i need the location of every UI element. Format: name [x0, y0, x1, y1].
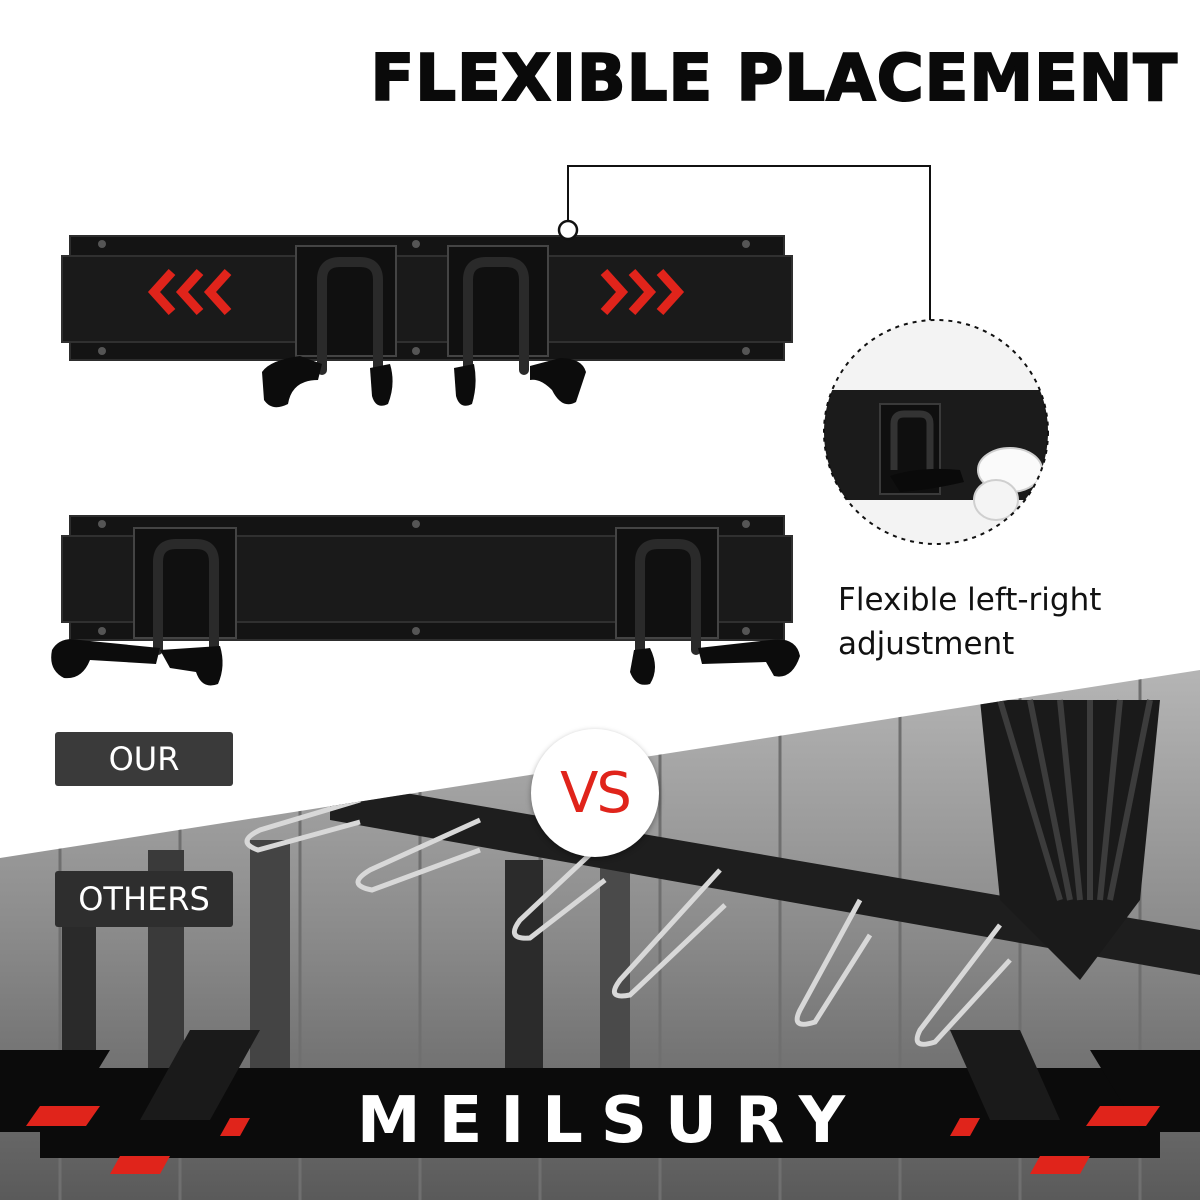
red-stripes-left-icon [26, 1106, 250, 1174]
vs-badge: VS [531, 729, 659, 857]
our-label: OUR [55, 732, 233, 786]
brand-name: MEILSURY [356, 1084, 864, 1158]
callout-line [557, 165, 931, 324]
caption-line-2: adjustment [838, 626, 1015, 662]
detail-circle [823, 319, 1049, 545]
feature-caption: Flexible left-right adjustment [838, 578, 1101, 666]
rail-bottom [51, 515, 800, 686]
vs-text: VS [560, 760, 632, 826]
brand-banner [0, 1030, 1200, 1174]
right-arrows-icon [600, 268, 685, 316]
red-stripes-right-icon [950, 1106, 1160, 1174]
rail-top [61, 235, 793, 408]
left-arrows-icon [147, 268, 232, 316]
headline: FLEXIBLE PLACEMENT [370, 41, 1178, 117]
others-label: OTHERS [55, 871, 233, 927]
caption-line-1: Flexible left-right [838, 582, 1102, 618]
